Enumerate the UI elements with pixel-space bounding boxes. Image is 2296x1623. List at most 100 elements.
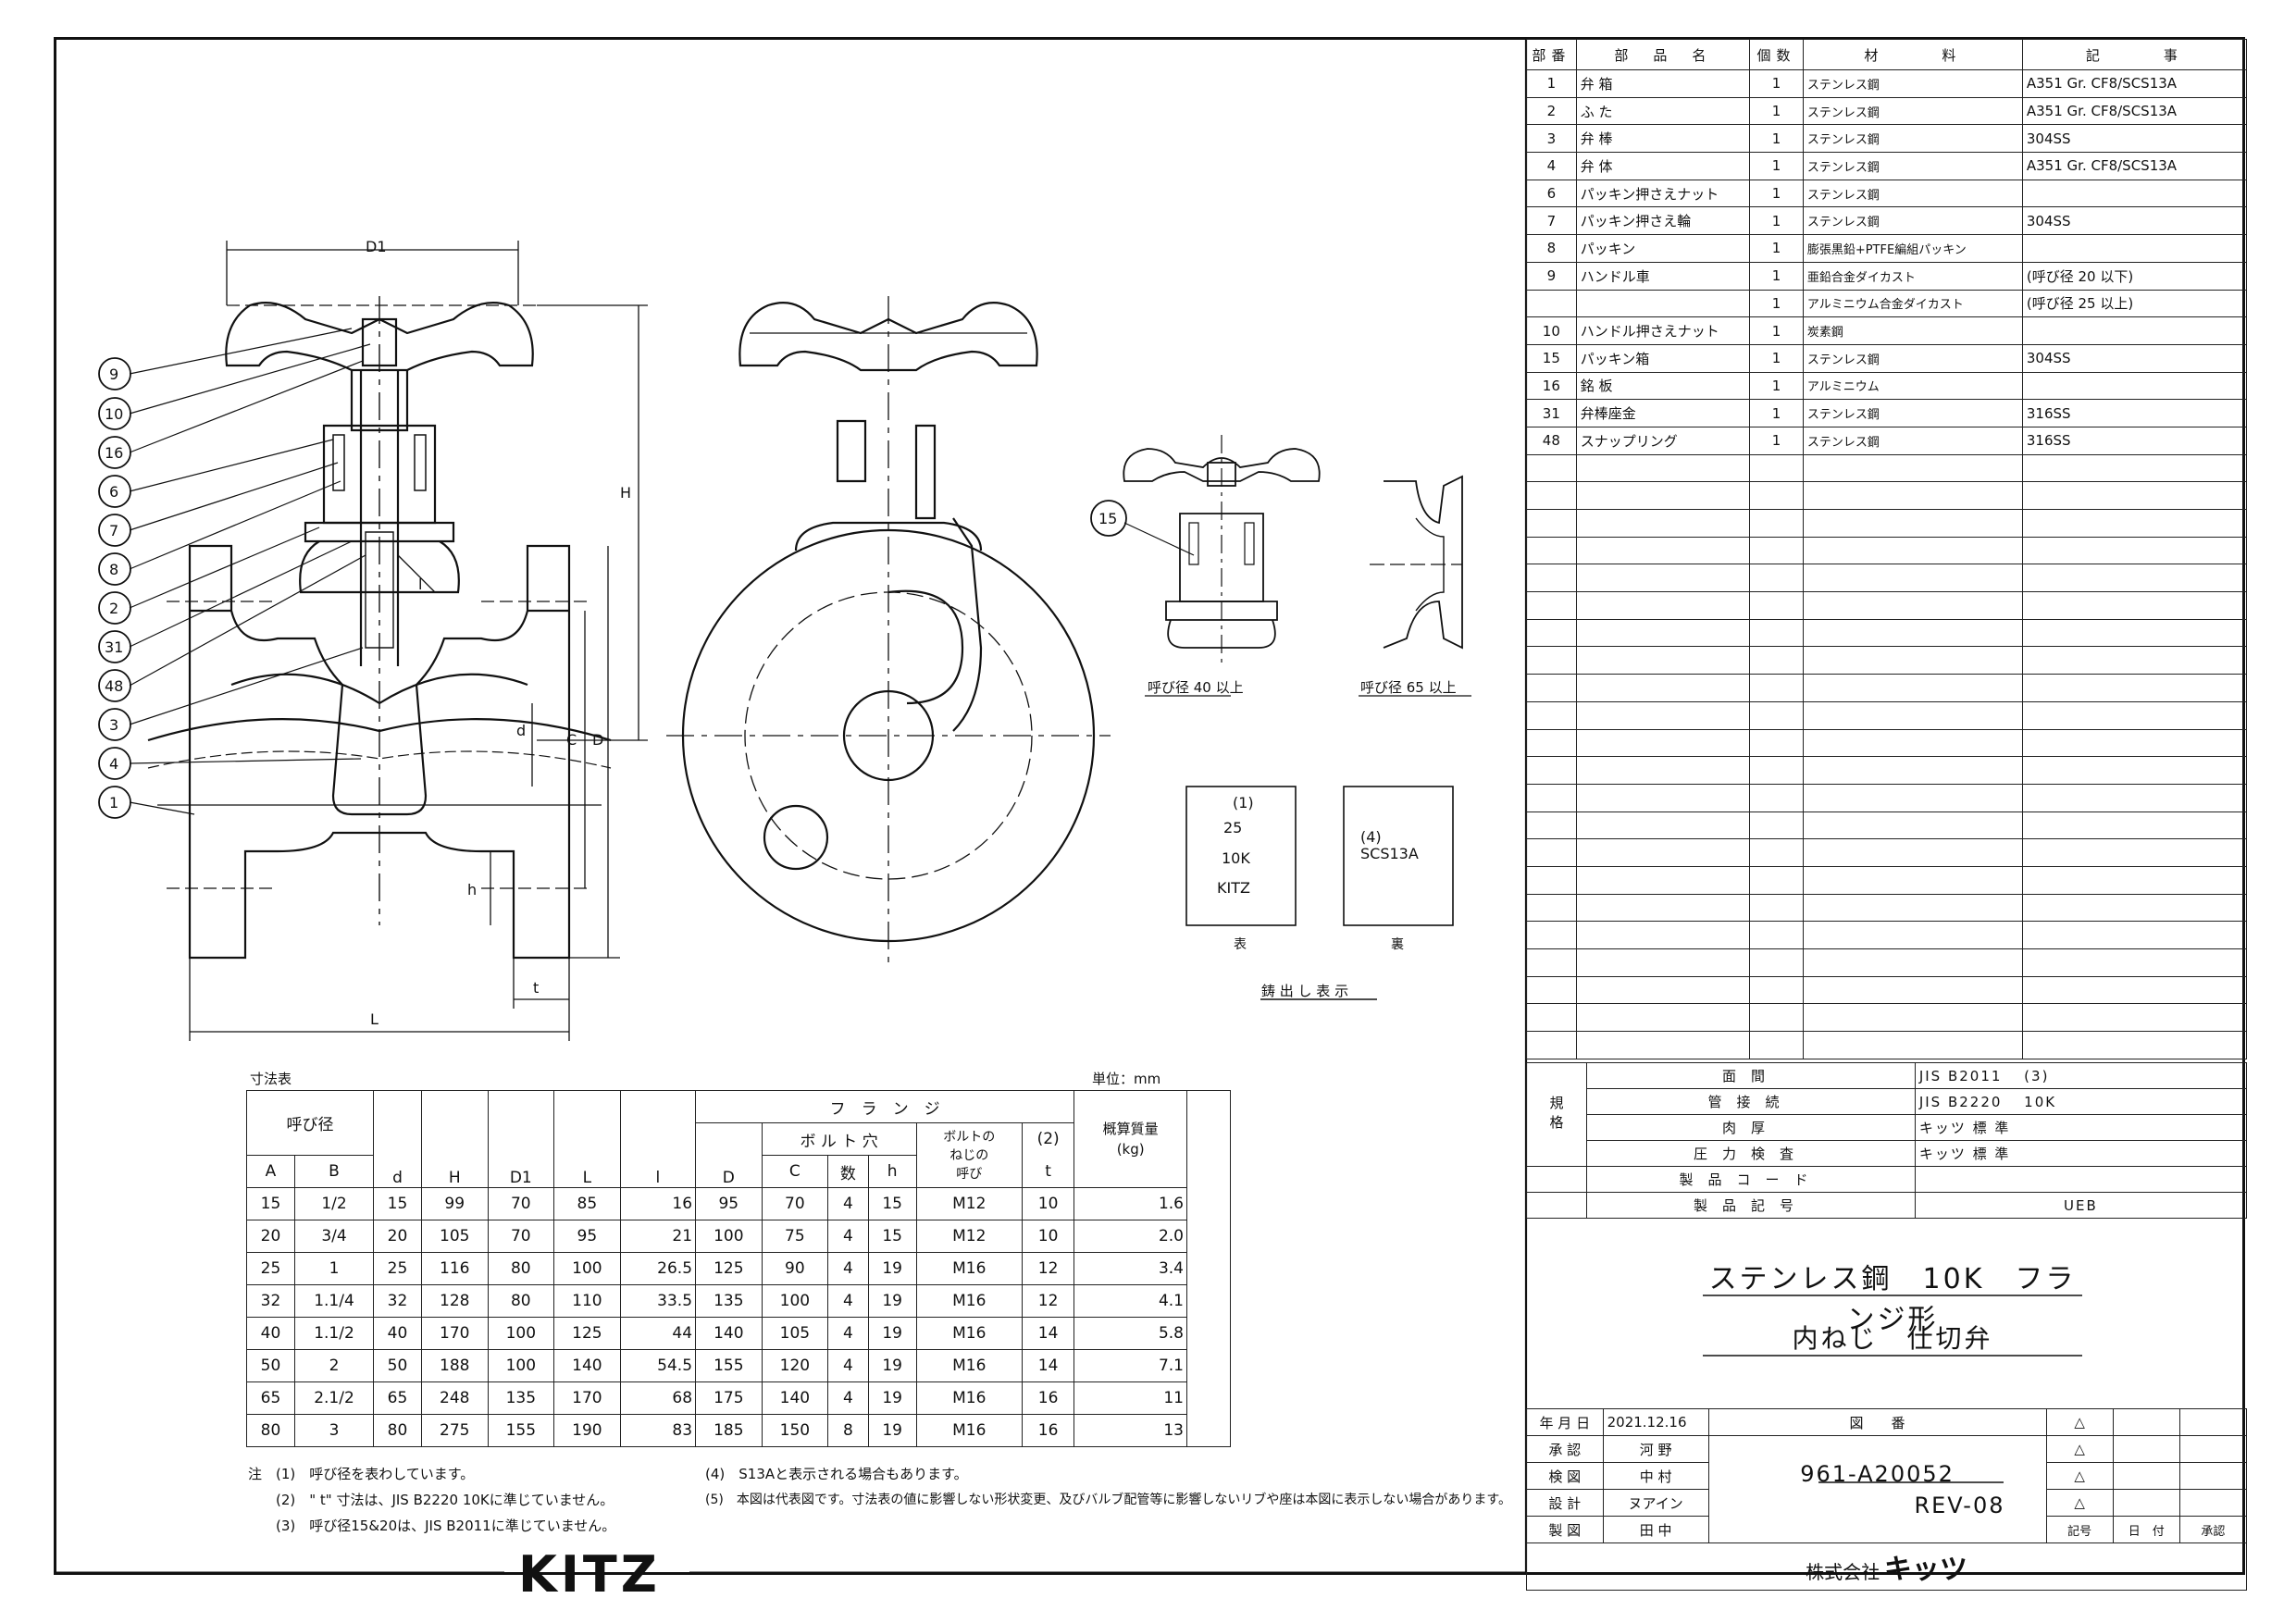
parts-cell: 316SS (2021, 399, 2248, 427)
dimension-table: 呼び径 d H D1 L l フ ラ ン ジ 概算質量 (kg) D ボ ル ト… (246, 1090, 1231, 1447)
parts-cell: 304SS (2021, 343, 2248, 373)
dim-cell: 10 (1021, 1187, 1075, 1220)
notes-lead: 注 (248, 1466, 263, 1482)
parts-cell: 弁 棒 (1575, 124, 1751, 154)
rev-mark: △ (2045, 1462, 2114, 1490)
dim-cell: 125 (695, 1252, 763, 1285)
dim-cell: 75 (761, 1220, 829, 1253)
parts-cell: 2 (1526, 96, 1577, 126)
dim-h-hole: h (467, 881, 478, 898)
parts-cell: A351 Gr. CF8/SCS13A (2021, 69, 2248, 98)
dim-cell: 105 (420, 1220, 489, 1253)
balloon-48: 48 (105, 677, 124, 695)
dim-cell: 80 (487, 1284, 555, 1318)
dim-cell: 25 (246, 1252, 295, 1285)
dim-cell: M16 (915, 1414, 1023, 1447)
dim-cell: 100 (487, 1317, 555, 1350)
dimension-body: 呼び径 d H D1 L l フ ラ ン ジ 概算質量 (kg) D ボ ル ト… (246, 1090, 1231, 1447)
parts-row-empty (1526, 674, 2248, 702)
dim-l: L (370, 1010, 379, 1028)
parts-row-empty (1526, 783, 2248, 812)
dim-cell: 54.5 (619, 1349, 697, 1382)
parts-row-empty (1526, 564, 2248, 593)
parts-cell: 48 (1526, 426, 1577, 455)
parts-header: 部 品 名 (1575, 39, 1751, 70)
dim-cell: 125 (553, 1317, 621, 1350)
dim-cell: M16 (915, 1381, 1023, 1415)
parts-cell: 銘 板 (1575, 371, 1751, 401)
dim-cell: 70 (761, 1187, 829, 1220)
dim-header: h (867, 1155, 917, 1188)
dim-cell: 116 (420, 1252, 489, 1285)
dim-cell: 85 (553, 1187, 621, 1220)
dim-cell: 2.0 (1074, 1220, 1187, 1253)
detail-size40 (1090, 435, 1321, 666)
parts-row-empty (1526, 728, 2248, 758)
balloon-15: 15 (1098, 510, 1118, 527)
parts-cell: 1 (1749, 316, 1804, 345)
dim-cell: 32 (373, 1284, 422, 1318)
drawing-no-label: 図 番 (1707, 1408, 2047, 1436)
spec-row: 肉厚キッツ 標 準 (1527, 1114, 2248, 1141)
dim-cell: 1 (294, 1252, 374, 1285)
spec-value: キッツ 標 準 (1914, 1140, 2248, 1167)
dim-cell: 4 (827, 1187, 869, 1220)
dim-cell: 80 (246, 1414, 295, 1447)
parts-header-row: 部番 部 品 名 個数 材 料 記 事 (1526, 39, 2248, 70)
dim-cell: 20 (373, 1220, 422, 1253)
parts-cell: 16 (1526, 371, 1577, 401)
dim-cell: 33.5 (619, 1284, 697, 1318)
dim-cell: 185 (695, 1414, 763, 1447)
dim-d-bore: d (516, 722, 527, 739)
dim-cell: 15 (373, 1187, 422, 1220)
dim-cell: 4 (827, 1284, 869, 1318)
parts-cell: 1 (1749, 399, 1804, 427)
dim-cell: 15 (246, 1187, 295, 1220)
dim-cell: 140 (553, 1349, 621, 1382)
detail-size65 (1370, 475, 1463, 650)
dim-cell: 25 (373, 1252, 422, 1285)
parts-cell: 膨張黒鉛+PTFE編組パッキン (1802, 234, 2023, 263)
parts-cell: 1 (1749, 343, 1804, 373)
dim-cell: 12 (1021, 1252, 1075, 1285)
dim-cell: 4 (827, 1349, 869, 1382)
parts-cell: 1 (1749, 96, 1804, 126)
parts-cell: 4 (1526, 152, 1577, 180)
dim-cell: 15 (867, 1187, 917, 1220)
parts-cell: ハンドル車 (1575, 261, 1751, 291)
parts-row-empty (1526, 700, 2248, 730)
dim-header: ボ ル ト 穴 (761, 1122, 917, 1156)
dim-cell: 155 (487, 1414, 555, 1447)
parts-cell: 1 (1749, 206, 1804, 236)
role: 承 認 (1526, 1435, 1604, 1463)
dim-cell: M12 (915, 1220, 1023, 1253)
balloon-2: 2 (109, 600, 119, 617)
dim-cell: 80 (373, 1414, 422, 1447)
parts-cell: ふ た (1575, 96, 1751, 126)
dim-cell: 90 (761, 1252, 829, 1285)
date: 2021.12.16 (1602, 1408, 1709, 1436)
drawing-no: 961-A20052 (1800, 1460, 1955, 1487)
parts-header: 記 事 (2021, 39, 2248, 70)
dim-cell: 12 (1021, 1284, 1075, 1318)
dim-cell: 275 (420, 1414, 489, 1447)
dim-cell: 140 (761, 1381, 829, 1415)
parts-cell: ステンレス鋼 (1802, 426, 2023, 455)
dim-cell: 150 (761, 1414, 829, 1447)
dim-header: H (420, 1090, 489, 1188)
parts-cell: 弁 箱 (1575, 69, 1751, 98)
dim-c: C (566, 731, 577, 749)
parts-row-empty (1526, 975, 2248, 1005)
